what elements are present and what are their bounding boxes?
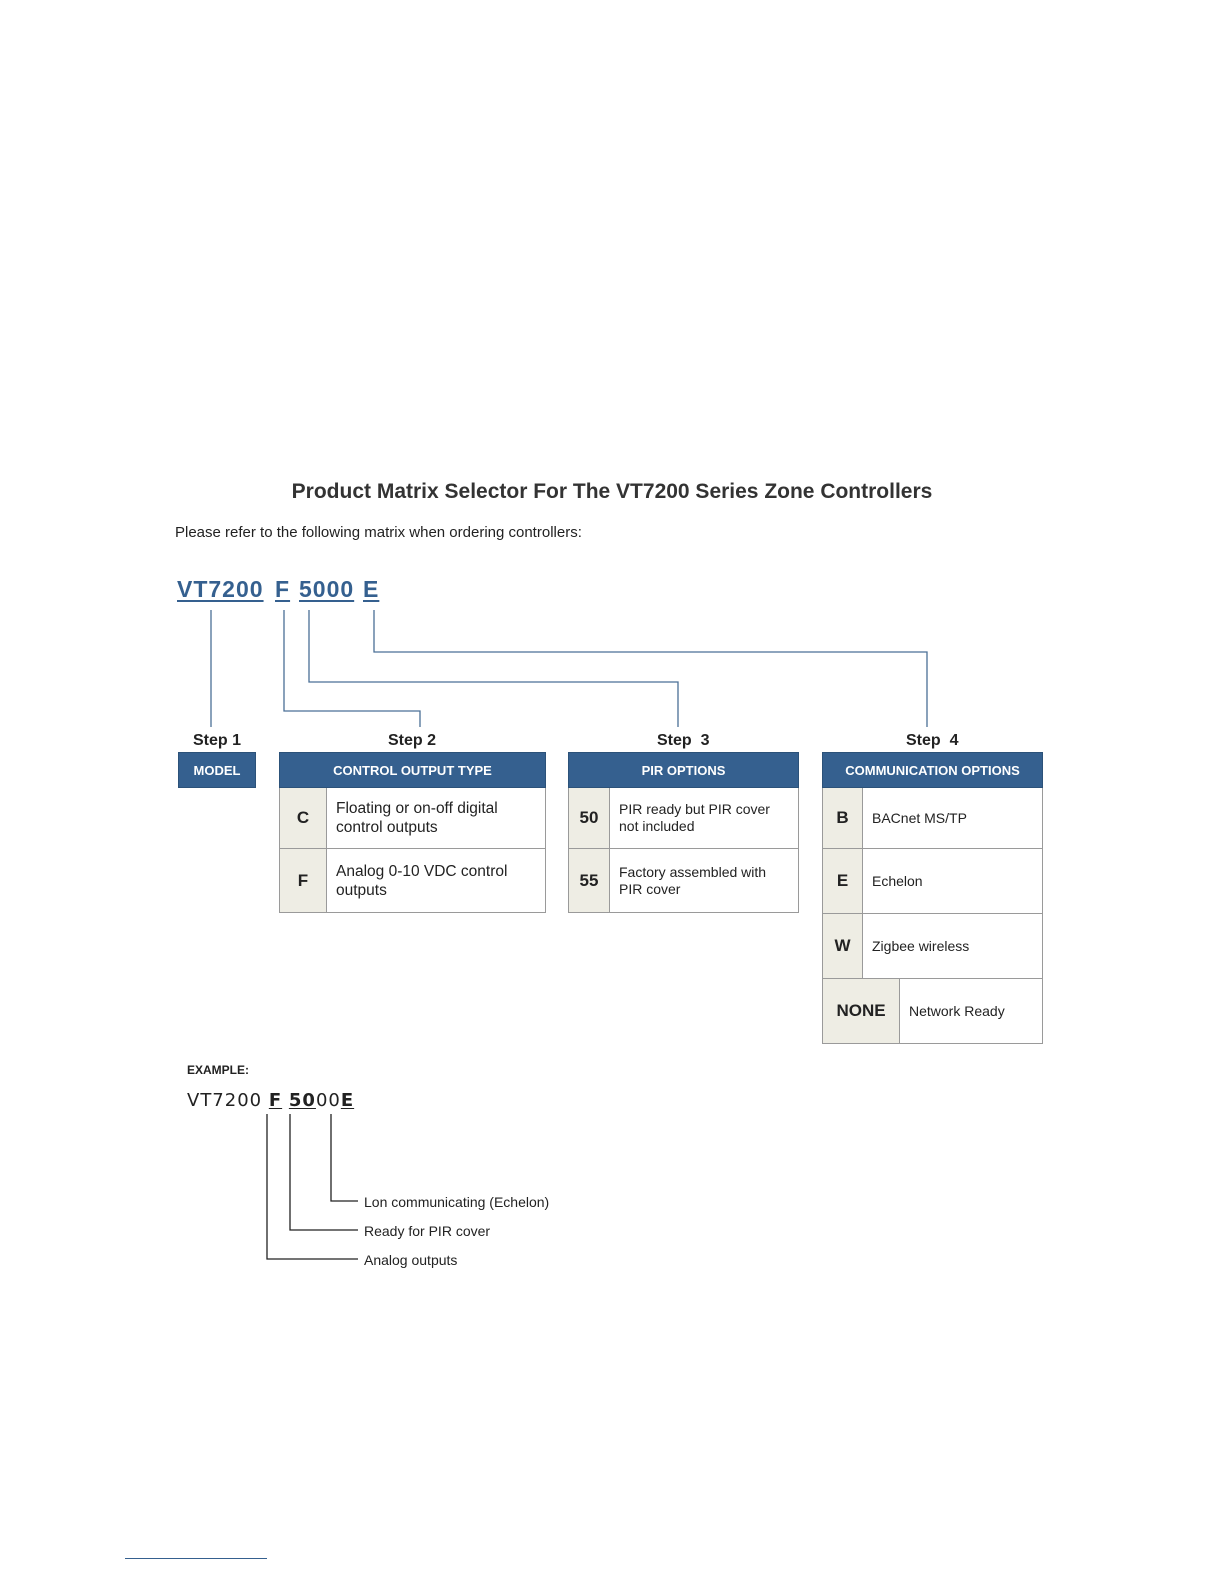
- pir-options-body: 50 PIR ready but PIR cover not included …: [568, 788, 799, 913]
- model-header: MODEL: [178, 752, 256, 788]
- example-code-50: 50: [288, 1090, 316, 1111]
- row-desc: Factory assembled with PIR cover: [619, 863, 767, 897]
- row-desc: Network Ready: [909, 1002, 1005, 1019]
- example-code-f: F: [268, 1090, 283, 1111]
- pir-options-header: PIR OPTIONS: [568, 752, 799, 788]
- step1-label: Step 1: [193, 732, 242, 749]
- row-key: 55: [569, 849, 610, 912]
- example-code: VT7200 F 5000E: [187, 1090, 354, 1111]
- step3-label: Step 3: [657, 732, 710, 749]
- intro-text: Please refer to the following matrix whe…: [175, 524, 582, 541]
- table-row: NONE Network Ready: [823, 978, 1042, 1043]
- control-output-body: C Floating or on-off digital control out…: [279, 788, 546, 913]
- row-desc: Analog 0-10 VDC control outputs: [336, 862, 508, 899]
- footer-rule: [125, 1558, 267, 1559]
- example-code-prefix: VT7200: [187, 1090, 269, 1111]
- row-key: E: [823, 849, 863, 913]
- page-title: Product Matrix Selector For The VT7200 S…: [291, 480, 933, 503]
- code-pir: 5000: [299, 576, 354, 603]
- example-code-e: E: [340, 1090, 355, 1111]
- row-key: F: [280, 849, 327, 912]
- communication-options-header: COMMUNICATION OPTIONS: [822, 752, 1043, 788]
- table-row: F Analog 0-10 VDC control outputs: [280, 848, 545, 912]
- example-legend-pir: Ready for PIR cover: [364, 1223, 491, 1239]
- table-row: 55 Factory assembled with PIR cover: [569, 848, 798, 912]
- example-connector-lines: [266, 1114, 358, 1260]
- table-row: W Zigbee wireless: [823, 913, 1042, 978]
- table-row: B BACnet MS/TP: [823, 788, 1042, 848]
- row-key: NONE: [823, 979, 900, 1043]
- connector-lines: [210, 610, 928, 727]
- row-key: C: [280, 788, 327, 848]
- row-desc: Floating or on-off digital control outpu…: [336, 800, 498, 836]
- control-output-header: CONTROL OUTPUT TYPE: [279, 752, 546, 788]
- connector-step4: [373, 610, 928, 727]
- connector-step2: [283, 610, 421, 727]
- example-legend-output: Analog outputs: [364, 1252, 458, 1268]
- example-label: EXAMPLE:: [187, 1063, 250, 1077]
- row-desc: BACnet MS/TP: [872, 809, 967, 826]
- step2-label: Step 2: [388, 732, 437, 749]
- row-desc: Zigbee wireless: [872, 937, 970, 954]
- code-pir-text: 5000: [299, 576, 355, 602]
- code-model: VT7200: [177, 576, 264, 602]
- communication-options-table: COMMUNICATION OPTIONS B BACnet MS/TP E E…: [822, 752, 1043, 1044]
- row-key: 50: [569, 788, 610, 848]
- table-row: E Echelon: [823, 848, 1042, 913]
- example-line-pir: [289, 1114, 358, 1231]
- connector-step3: [308, 610, 679, 727]
- example-line-output: [266, 1114, 358, 1260]
- table-row: 50 PIR ready but PIR cover not included: [569, 788, 798, 848]
- control-output-table: CONTROL OUTPUT TYPE C Floating or on-off…: [279, 752, 546, 913]
- example-code-00: 00: [315, 1090, 341, 1111]
- example-legend-comm: Lon communicating (Echelon): [364, 1194, 550, 1210]
- code-comm: E: [363, 576, 380, 602]
- row-desc: PIR ready but PIR cover not included: [619, 801, 770, 834]
- pir-options-table: PIR OPTIONS 50 PIR ready but PIR cover n…: [568, 752, 799, 913]
- row-key: W: [823, 914, 863, 978]
- code-output: F: [275, 576, 291, 602]
- example-line-comm: [330, 1114, 358, 1202]
- communication-options-body: B BACnet MS/TP E Echelon W Zigbee wirele…: [822, 788, 1043, 1044]
- row-key: B: [823, 788, 863, 848]
- table-row: C Floating or on-off digital control out…: [280, 788, 545, 848]
- step4-label: Step 4: [906, 732, 959, 749]
- row-desc: Echelon: [872, 872, 923, 889]
